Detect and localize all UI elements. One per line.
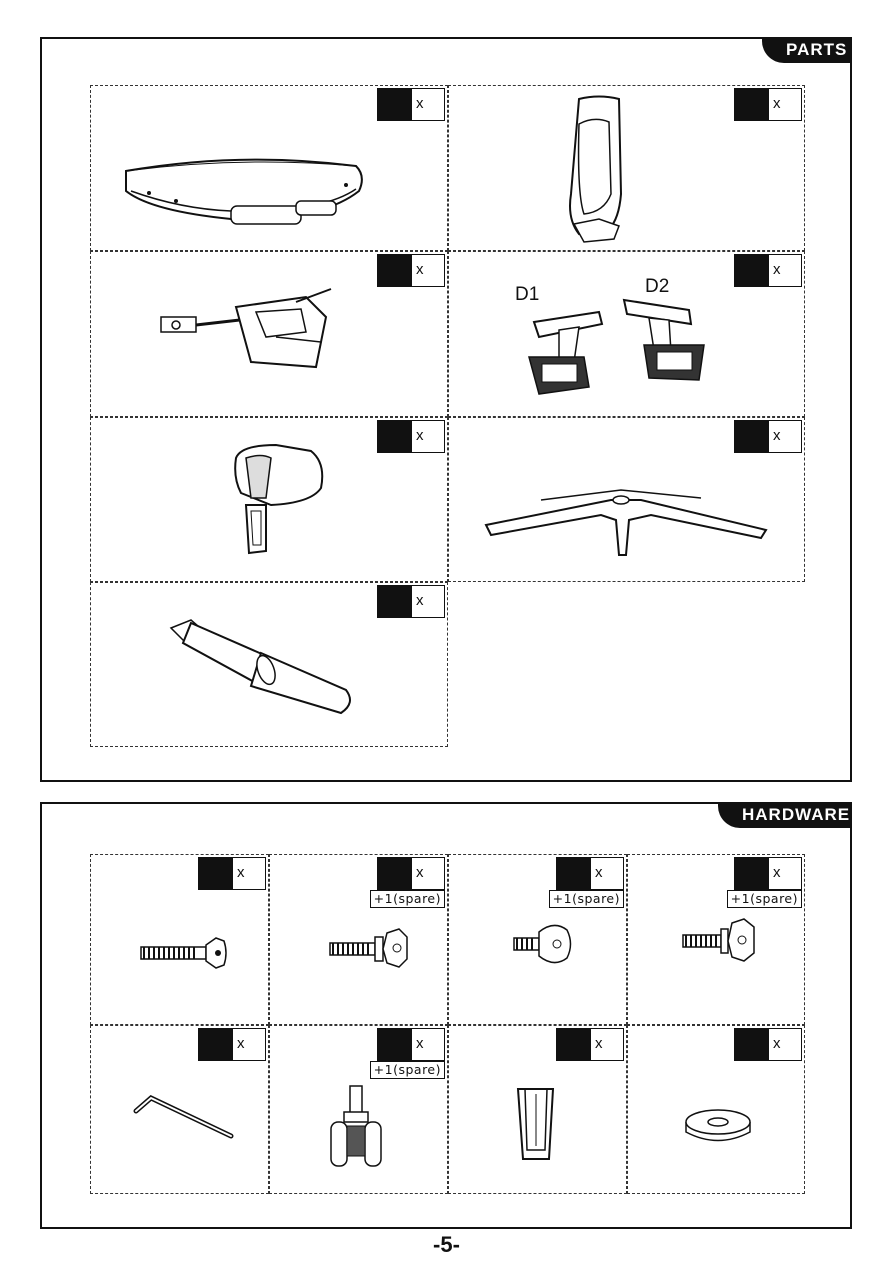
button-head-screw-illustration	[513, 924, 572, 964]
quantity-box: x	[734, 88, 802, 121]
spare-note: +1(spare)	[548, 890, 624, 908]
page-number: -5-	[433, 1232, 460, 1257]
hw-cell-1: x	[90, 854, 269, 1025]
hw-cell-8: x	[627, 1025, 805, 1194]
quantity-box: x	[198, 1028, 266, 1061]
part-seat-cell: x	[90, 85, 448, 251]
part-armrests-cell: x D1 D2	[448, 251, 805, 417]
quantity-box: x	[377, 585, 445, 618]
hw-cell-2: x +1(spare)	[269, 854, 448, 1025]
gaslift-illustration	[169, 619, 351, 715]
parts-tab: PARTS	[762, 37, 852, 63]
armrest-d1-illustration	[528, 310, 604, 395]
headrest-illustration	[234, 443, 324, 555]
hw-cell-6: x +1(spare)	[269, 1025, 448, 1194]
seat-illustration	[125, 158, 363, 225]
spare-note: +1(spare)	[369, 890, 445, 908]
part-backrest-cell: x	[448, 85, 805, 251]
backrest-illustration	[569, 95, 623, 243]
hardware-tab: HARDWARE	[718, 802, 852, 828]
quantity-box: x	[734, 420, 802, 453]
quantity-box: x	[377, 1028, 445, 1061]
mechanism-illustration	[160, 288, 332, 369]
quantity-box: x	[734, 1028, 802, 1061]
quantity-box: x	[377, 420, 445, 453]
hardware-section: HARDWARE x x +1(spare) x +1(spare)	[40, 802, 852, 1229]
part-gaslift-cell: x	[90, 582, 448, 747]
part-headrest-cell: x	[90, 417, 448, 582]
part-mechanism-cell: x	[90, 251, 448, 417]
armrest-d2-illustration	[622, 298, 705, 381]
part-base-cell: x	[448, 417, 805, 582]
quantity-box: x	[377, 254, 445, 287]
quantity-box: x	[734, 857, 802, 890]
spare-note: +1(spare)	[726, 890, 802, 908]
armrest-label-d2: D2	[645, 276, 670, 297]
hw-cell-5: x	[90, 1025, 269, 1194]
headrest-clip-illustration	[516, 1088, 555, 1160]
quantity-box: x	[556, 1028, 624, 1061]
washer-illustration	[685, 1109, 751, 1142]
parts-section: PARTS x x x x	[40, 37, 852, 782]
armrest-label-d1: D1	[515, 284, 540, 305]
short-hex-bolt-illustration	[682, 918, 755, 962]
long-bolt-illustration	[140, 937, 227, 969]
hex-bolt-washer-illustration	[329, 928, 408, 968]
spare-note: +1(spare)	[369, 1061, 445, 1079]
quantity-box: x	[556, 857, 624, 890]
allen-key-illustration	[133, 1095, 234, 1139]
quantity-box: x	[198, 857, 266, 890]
quantity-box: x	[734, 254, 802, 287]
base-illustration	[484, 489, 768, 556]
hw-cell-7: x	[448, 1025, 627, 1194]
hw-cell-3: x +1(spare)	[448, 854, 627, 1025]
caster-wheel-illustration	[330, 1085, 382, 1167]
quantity-box: x	[377, 88, 445, 121]
quantity-box: x	[377, 857, 445, 890]
hw-cell-4: x +1(spare)	[627, 854, 805, 1025]
